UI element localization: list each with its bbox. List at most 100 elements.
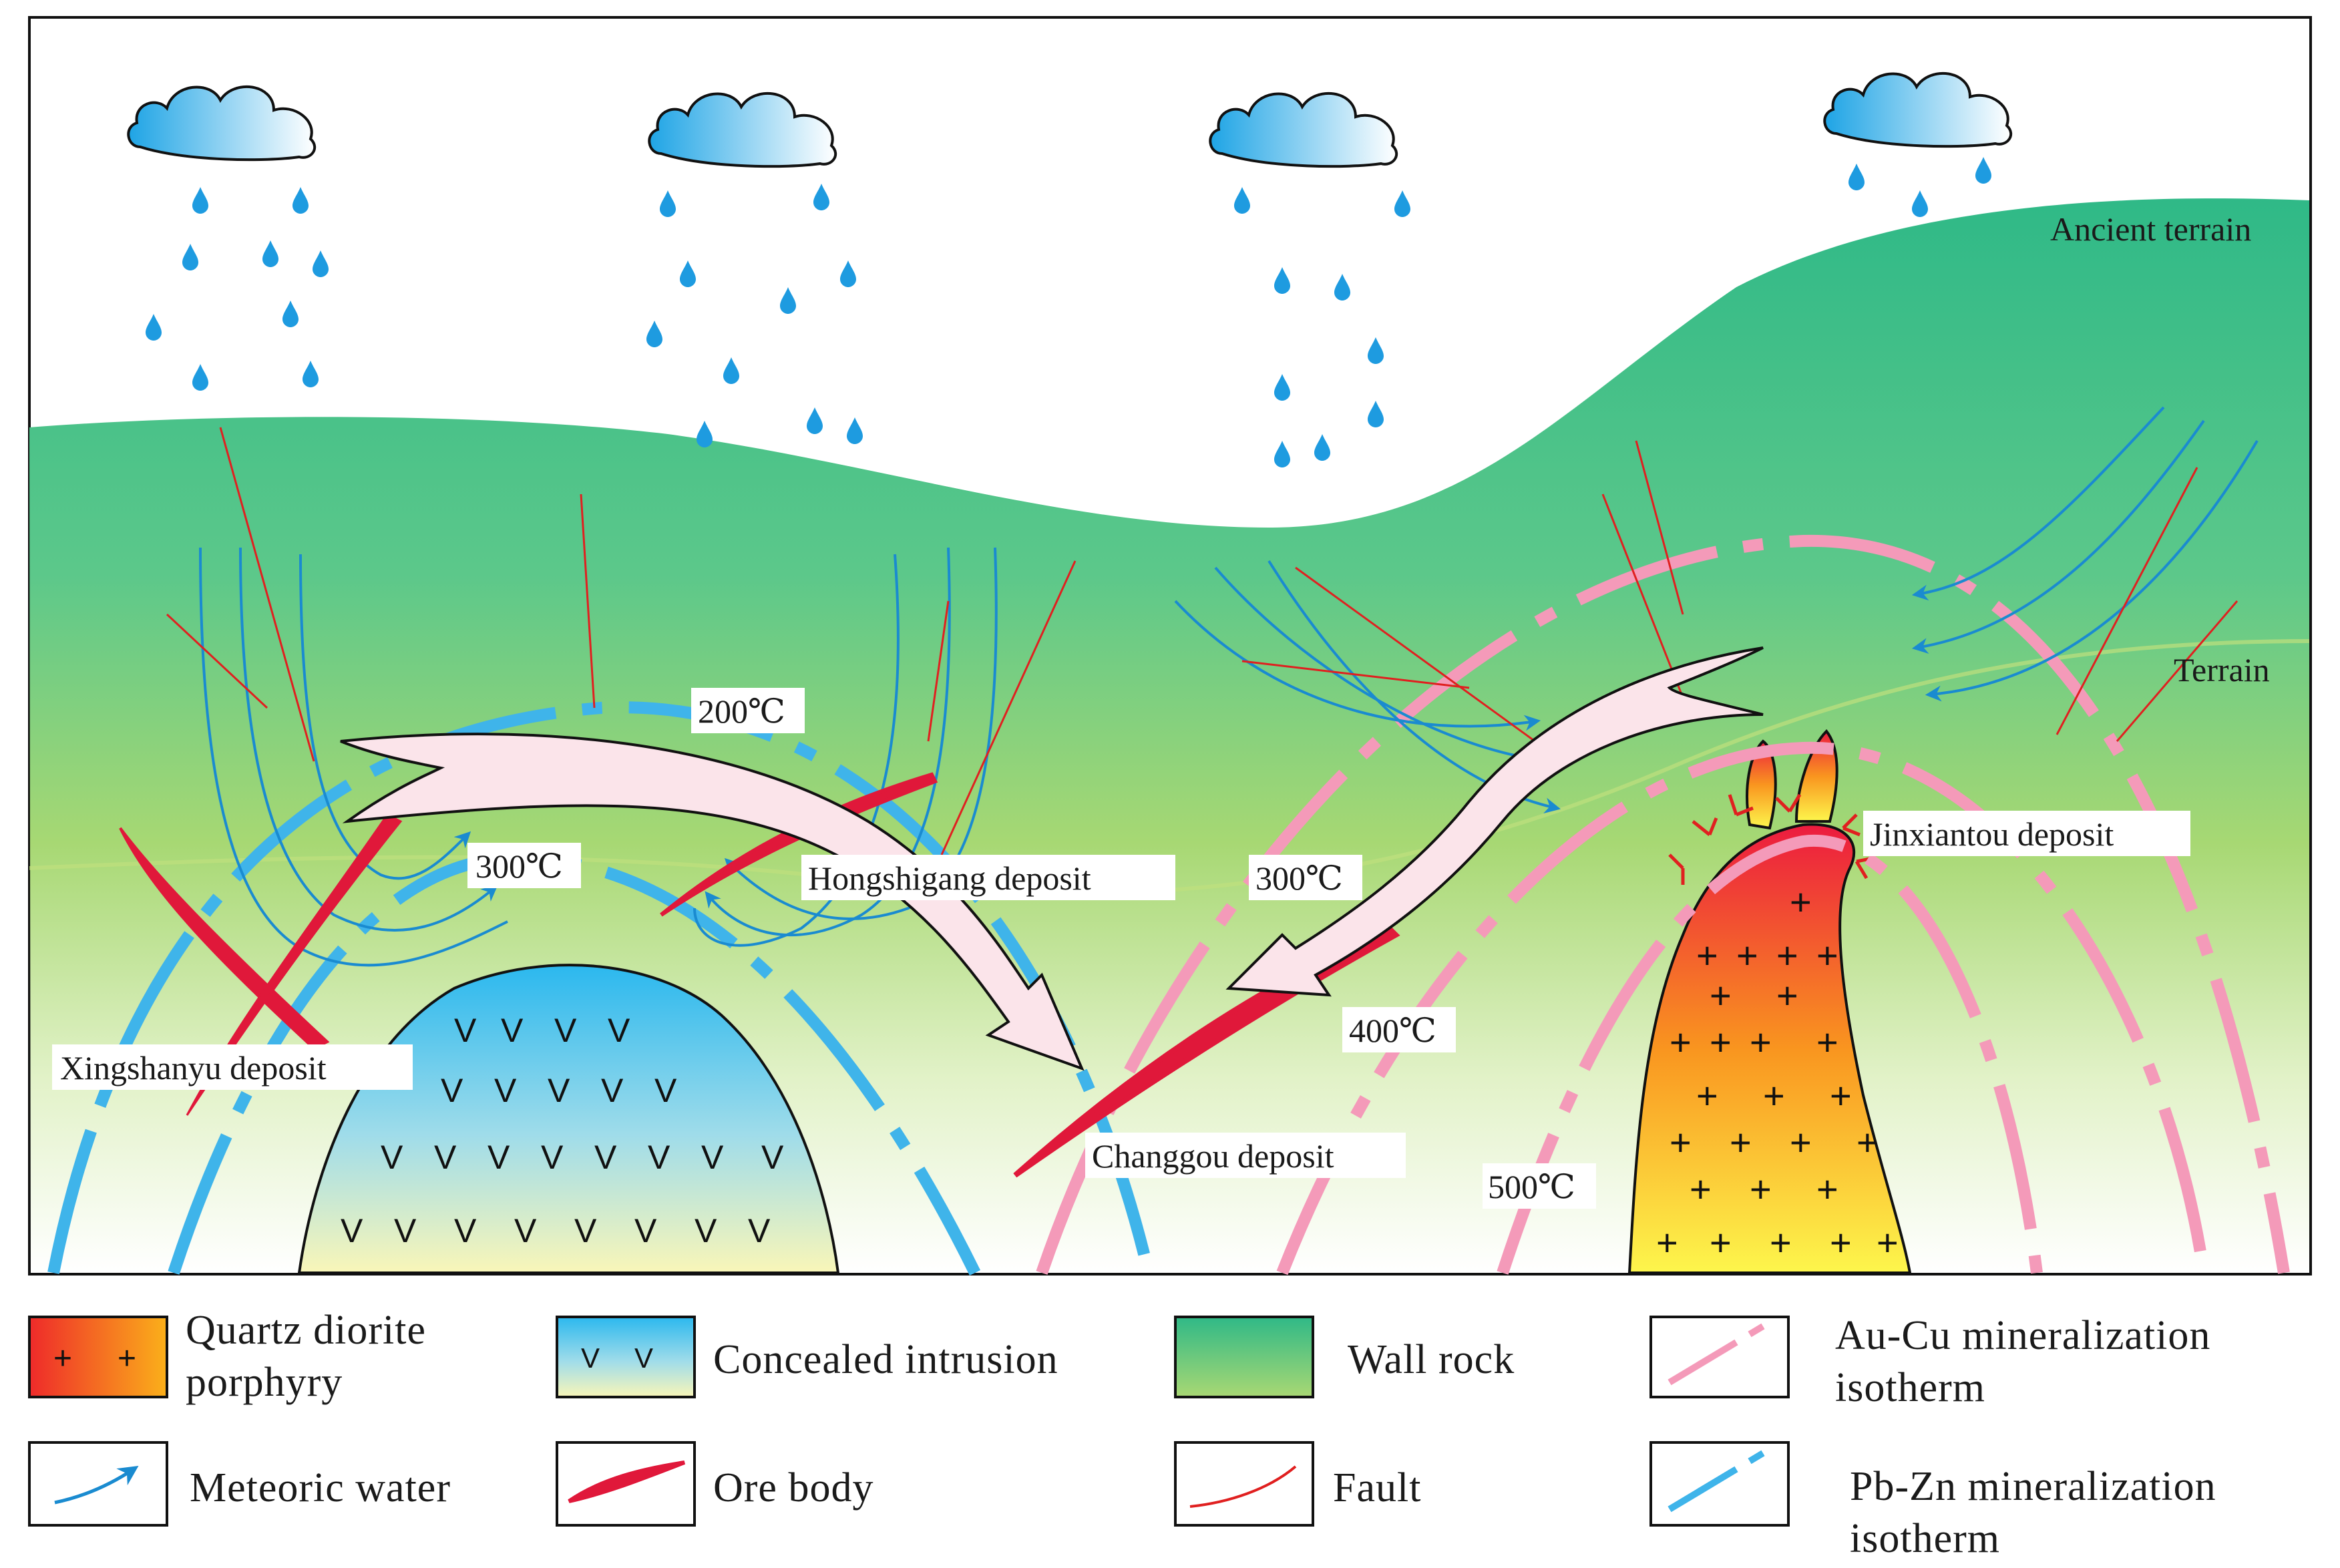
svg-text:+: + [1710, 1021, 1732, 1063]
svg-text:+: + [118, 1341, 136, 1376]
svg-text:V: V [541, 1139, 564, 1176]
svg-text:V: V [695, 1212, 717, 1249]
intrusion-v-symbols: V V V V V V V V V V V V V V V V V V V V … [341, 1012, 784, 1249]
svg-text:V: V [601, 1072, 624, 1109]
svg-text:V: V [574, 1212, 597, 1249]
svg-text:V: V [341, 1212, 363, 1249]
svg-text:+: + [1710, 1221, 1732, 1263]
svg-text:V: V [441, 1072, 463, 1109]
svg-text:isotherm: isotherm [1835, 1365, 1985, 1410]
xingshanyu-deposit-label: Xingshanyu deposit [60, 1049, 327, 1087]
svg-text:V: V [634, 1212, 657, 1249]
svg-text:+: + [1750, 1168, 1772, 1210]
svg-text:+: + [1830, 1074, 1852, 1117]
svg-text:+: + [1816, 1021, 1838, 1063]
svg-text:V: V [654, 1072, 677, 1109]
diagram-labels: Ancient terrain Terrain 200℃ 300℃ 300℃ 4… [52, 210, 2270, 1209]
svg-text:+: + [1816, 934, 1838, 976]
svg-text:Fault: Fault [1333, 1465, 1421, 1511]
svg-text:+: + [1763, 1074, 1785, 1117]
svg-text:V: V [701, 1139, 724, 1176]
svg-text:V: V [454, 1212, 477, 1249]
svg-text:+: + [1710, 974, 1732, 1016]
svg-text:V: V [581, 1342, 600, 1374]
svg-text:V: V [634, 1342, 653, 1374]
aucu-500-label: 500℃ [1488, 1168, 1575, 1205]
svg-text:V: V [608, 1012, 630, 1049]
aucu-isotherm-300 [1036, 534, 2290, 1275]
svg-text:V: V [554, 1012, 577, 1049]
aucu-400-label: 400℃ [1349, 1012, 1436, 1049]
ore-body-hongshigang [660, 772, 938, 917]
svg-text:Concealed intrusion: Concealed intrusion [713, 1337, 1058, 1382]
svg-text:V: V [394, 1212, 417, 1249]
legend-item-concealed-intrusion: V V Concealed intrusion [556, 1316, 1058, 1398]
porphyry-veinlets [1668, 793, 1874, 885]
svg-text:+: + [1690, 1168, 1712, 1210]
legend: + + Quartz diorite porphyry V V Conceale… [28, 1308, 2216, 1561]
legend-item-ore-body: Ore body [556, 1441, 873, 1527]
svg-text:Wall rock: Wall rock [1348, 1337, 1515, 1382]
quartz-diorite-porphyry-body: + + + + + + + + + + + + + + + + + + + + … [1627, 729, 1912, 1274]
fluid-arrows [340, 646, 1764, 1071]
svg-text:+: + [1776, 974, 1798, 1016]
svg-text:Meteoric water: Meteoric water [190, 1465, 451, 1511]
changgou-deposit-label: Changgou deposit [1092, 1137, 1334, 1175]
legend-item-fault: Fault [1174, 1441, 1421, 1527]
svg-text:porphyry: porphyry [186, 1360, 343, 1405]
svg-text:V: V [454, 1012, 477, 1049]
pbzn-200-label: 200℃ [698, 693, 785, 730]
svg-text:Ore body: Ore body [713, 1465, 873, 1511]
hongshigang-deposit-label: Hongshigang deposit [808, 859, 1091, 897]
svg-text:+: + [1750, 1021, 1772, 1063]
fluid-arrow-left [340, 733, 1085, 1071]
svg-text:V: V [488, 1139, 510, 1176]
svg-text:+: + [1770, 1221, 1792, 1263]
svg-text:V: V [548, 1072, 570, 1109]
fluid-arrow-right [1225, 646, 1764, 997]
legend-item-wall-rock: Wall rock [1174, 1316, 1515, 1398]
ancient-terrain-label: Ancient terrain [2050, 210, 2251, 248]
svg-text:+: + [1776, 934, 1798, 976]
svg-text:V: V [648, 1139, 670, 1176]
svg-text:+: + [1696, 934, 1718, 976]
svg-text:+: + [1670, 1121, 1692, 1163]
svg-text:+: + [1656, 1221, 1678, 1263]
svg-text:+: + [1696, 1074, 1718, 1117]
svg-text:+: + [1877, 1221, 1899, 1263]
svg-text:+: + [1670, 1021, 1692, 1063]
concealed-intrusion-body: V V V V V V V V V V V V V V V V V V V V … [297, 964, 840, 1274]
svg-text:V: V [748, 1212, 771, 1249]
legend-item-aucu-isotherm: Au-Cu mineralization isotherm [1649, 1313, 2210, 1410]
svg-text:Pb-Zn mineralization: Pb-Zn mineralization [1850, 1464, 2216, 1509]
svg-text:V: V [494, 1072, 517, 1109]
aucu-300-label: 300℃ [1255, 859, 1343, 897]
pbzn-isotherm-200 [47, 701, 1155, 1275]
svg-text:V: V [514, 1212, 537, 1249]
svg-text:Au-Cu mineralization: Au-Cu mineralization [1835, 1313, 2210, 1358]
svg-text:+: + [1790, 881, 1812, 923]
svg-text:+: + [53, 1341, 72, 1376]
aucu-isotherm-500 [1497, 834, 2043, 1275]
svg-text:V: V [761, 1139, 784, 1176]
svg-text:V: V [434, 1139, 457, 1176]
svg-text:V: V [594, 1139, 617, 1176]
svg-text:+: + [1830, 1221, 1852, 1263]
svg-text:+: + [1736, 934, 1758, 976]
svg-text:+: + [1816, 1168, 1838, 1210]
legend-item-meteoric-water: Meteoric water [28, 1441, 451, 1527]
porphyry-plus-symbols: + + + + + + + + + + + + + + + + + + + + … [1656, 881, 1899, 1263]
svg-text:+: + [1730, 1121, 1752, 1163]
svg-text:V: V [501, 1012, 524, 1049]
svg-text:+: + [1857, 1121, 1879, 1163]
jinxiantou-deposit-label: Jinxiantou deposit [1870, 815, 2114, 853]
legend-item-pbzn-isotherm: Pb-Zn mineralization isotherm [1649, 1441, 2216, 1561]
svg-text:Quartz diorite: Quartz diorite [186, 1308, 426, 1353]
terrain-label: Terrain [2174, 651, 2270, 689]
legend-item-quartz-diorite-porphyry: + + Quartz diorite porphyry [28, 1308, 426, 1405]
svg-text:+: + [1790, 1121, 1812, 1163]
svg-text:V: V [381, 1139, 403, 1176]
svg-text:isotherm: isotherm [1850, 1516, 2000, 1561]
pbzn-300-label: 300℃ [475, 847, 563, 885]
